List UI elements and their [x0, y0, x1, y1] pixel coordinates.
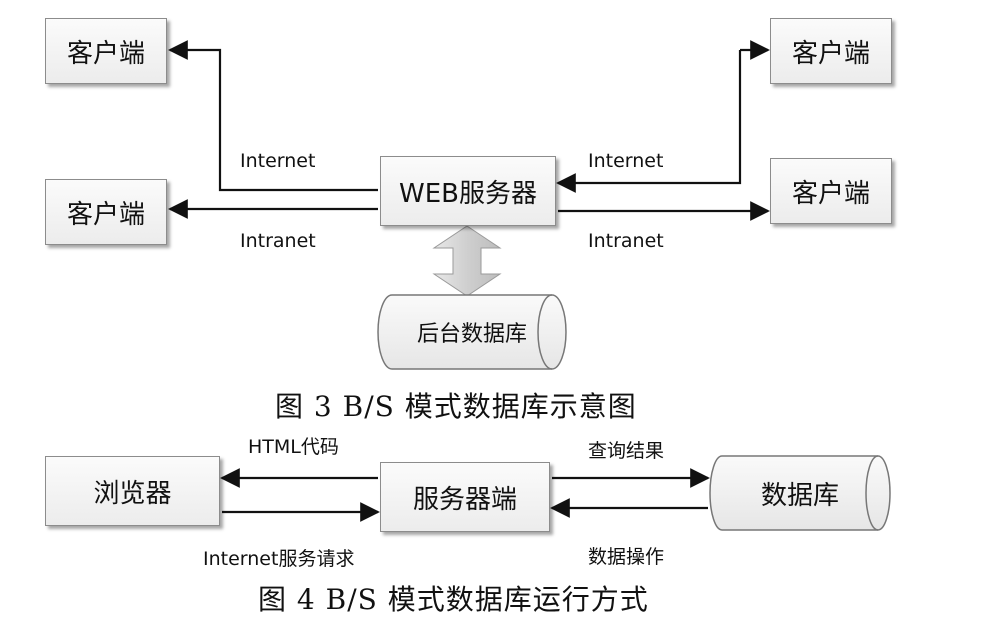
label-html-code: HTML代码 — [248, 436, 339, 458]
fig3-caption: 图 3 B/S 模式数据库示意图 — [275, 390, 637, 423]
fig3-database-cylinder — [377, 294, 567, 370]
fig3-database-label: 后台数据库 — [416, 322, 527, 347]
fig4-database-label: 数据库 — [760, 480, 839, 511]
label-intranet-left: Intranet — [240, 230, 316, 252]
web-server-box: WEB服务器 — [380, 156, 556, 226]
label-internet-left: Internet — [240, 150, 316, 172]
connector-internet-left — [168, 40, 378, 192]
fig3-connectors — [168, 40, 770, 221]
label-query-result: 查询结果 — [588, 440, 665, 462]
server-end-box: 服务器端 — [380, 462, 550, 532]
label-internet-request: Internet服务请求 — [203, 548, 355, 570]
client-box-mid-left: 客户端 — [45, 179, 167, 245]
label-internet-right: Internet — [588, 150, 664, 172]
double-block-arrow — [432, 225, 502, 297]
connector-internet-right — [556, 50, 742, 193]
browser-box: 浏览器 — [45, 456, 220, 526]
client-box-top-right: 客户端 — [770, 18, 892, 84]
label-data-operation: 数据操作 — [588, 546, 665, 568]
label-intranet-right: Intranet — [588, 230, 664, 252]
fig4-connectors — [220, 468, 710, 522]
client-box-mid-right: 客户端 — [770, 158, 892, 224]
fig4-caption: 图 4 B/S 模式数据库运行方式 — [258, 583, 649, 616]
client-box-top-left: 客户端 — [45, 18, 167, 84]
fig4-database-cylinder — [709, 455, 891, 531]
